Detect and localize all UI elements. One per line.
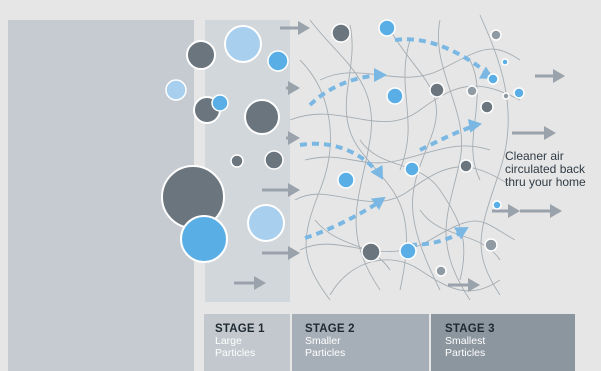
circle-particle-icon (480, 100, 494, 114)
circle-particle-icon (180, 215, 228, 263)
stage-3-line-1: Smallest (445, 335, 486, 347)
circle-particle-icon (361, 242, 381, 262)
circle-particle-icon (513, 87, 525, 99)
circle-particle-icon (386, 87, 404, 105)
stage-3-line-2: Particles (445, 347, 486, 359)
circle-particle-icon (487, 73, 499, 85)
circle-particle-icon (459, 159, 473, 173)
right-arrow-icon (280, 21, 310, 35)
circle-particle-icon (224, 25, 262, 63)
stage-1-line-1: Large (215, 335, 242, 347)
circle-particle-icon (484, 238, 498, 252)
circle-particle-icon (337, 171, 355, 189)
right-arrow-icon (286, 81, 300, 95)
filter-fibers (289, 14, 521, 301)
stage-2-title: STAGE 2 (305, 323, 355, 335)
stage-2-line-1: Smaller (305, 335, 341, 347)
stage-1-line-2: Particles (215, 347, 256, 359)
airflow-arrow-icon (419, 119, 482, 152)
annotation-line-1: Cleaner air (505, 149, 564, 163)
airflow-arrow-icon (304, 196, 386, 240)
circle-particle-icon (186, 40, 216, 70)
right-arrow-icon (520, 204, 562, 218)
right-arrow-icon (535, 69, 565, 83)
circle-particle-icon (230, 154, 244, 168)
circle-particle-icon (492, 200, 502, 210)
circle-particle-icon (211, 94, 229, 112)
airflow-arrow-icon (299, 141, 383, 180)
circle-particle-icon (490, 29, 502, 41)
airflow-arrow-icon (409, 227, 469, 247)
circle-particle-icon (466, 85, 478, 97)
airflow-arrow-icon (308, 68, 387, 107)
annotation-line-3: thru your home (505, 175, 586, 189)
right-arrow-icon (512, 126, 556, 140)
stage-2-line-2: Particles (305, 347, 346, 359)
circle-particle-icon (378, 19, 396, 37)
stage-1-title: STAGE 1 (215, 323, 265, 335)
circle-particle-icon (165, 79, 187, 101)
circle-particle-icon (502, 92, 510, 100)
right-arrow-icon (234, 276, 266, 290)
right-arrow-icon (262, 183, 300, 197)
circle-particle-icon (264, 150, 284, 170)
right-arrow-icon (492, 204, 520, 218)
annotation-line-2: circulated back (505, 162, 586, 176)
circle-particle-icon (435, 265, 447, 277)
circle-particle-icon (501, 58, 509, 66)
right-arrow-icon (262, 246, 300, 260)
circle-particle-icon (267, 50, 289, 72)
circle-particle-icon (429, 82, 445, 98)
circle-particle-icon (247, 204, 285, 242)
stage-3-panel: STAGE 3 Smallest Particles (431, 314, 575, 371)
circle-particle-icon (399, 242, 417, 260)
right-arrow-icon (448, 278, 480, 292)
right-arrow-icon (286, 131, 300, 145)
stage-1-panel: STAGE 1 Large Particles (204, 314, 290, 371)
circle-particle-icon (404, 161, 420, 177)
circle-particle-icon (331, 23, 351, 43)
stage-3-title: STAGE 3 (445, 323, 495, 335)
stage-2-panel: STAGE 2 Smaller Particles (292, 314, 429, 371)
circle-particle-icon (244, 99, 280, 135)
